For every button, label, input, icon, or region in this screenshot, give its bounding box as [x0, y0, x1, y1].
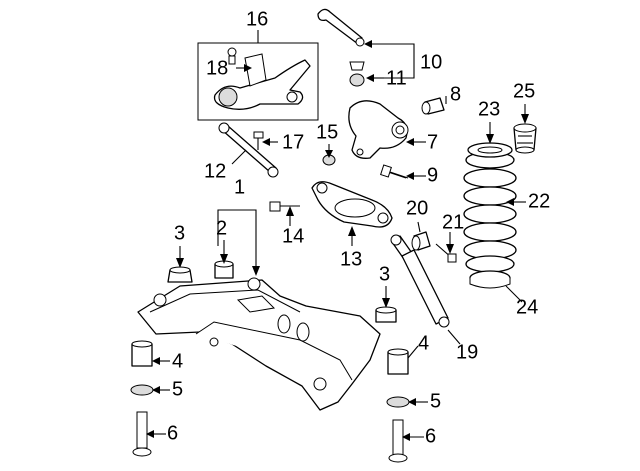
- callout-23: 23: [478, 98, 500, 120]
- bolt-17-drawing: [253, 131, 264, 150]
- shock-absorber-drawing: [390, 234, 450, 328]
- washer-5-left-drawing: [130, 384, 154, 396]
- callout-21: 21: [442, 211, 464, 233]
- bolt-9-drawing: [380, 164, 409, 179]
- callout-24: 24: [516, 296, 538, 318]
- callout-16: 16: [246, 8, 268, 30]
- callout-11: 11: [386, 67, 407, 89]
- callout-6-left: 6: [167, 422, 178, 444]
- bolt-6-left-drawing: [132, 411, 152, 457]
- bolt-6-right-drawing: [388, 419, 408, 463]
- bushing-20-drawing: [411, 231, 431, 251]
- lower-insulator-drawing: [469, 270, 511, 289]
- callout-12: 12: [204, 160, 226, 182]
- callout-3-left: 3: [174, 222, 185, 244]
- link-12-drawing: [218, 122, 279, 178]
- callout-13: 13: [340, 248, 362, 270]
- lower-arm-drawing: [311, 181, 393, 228]
- callout-4-left: 4: [172, 350, 183, 372]
- subframe-drawing: [137, 277, 381, 411]
- callout-4-right: 4: [418, 332, 429, 354]
- bushing-8-drawing: [421, 97, 445, 115]
- callout-18: 18: [206, 57, 228, 79]
- washer-5-right-drawing: [386, 396, 410, 408]
- knuckle-drawing: [348, 100, 409, 159]
- coil-spring-drawing: [463, 151, 517, 273]
- callout-labels: 1 2 3 3 4 4 5 5 6 6 7 8 9 10 11 12 13 14…: [167, 8, 550, 447]
- callout-17: 17: [282, 131, 304, 153]
- callout-8: 8: [450, 83, 461, 105]
- trailing-arm-drawing: [213, 47, 311, 110]
- bushing-4-right-drawing: [387, 348, 409, 375]
- callout-3-right: 3: [379, 263, 390, 285]
- leader-lines: [146, 30, 529, 441]
- upper-arm-drawing: [317, 8, 365, 87]
- bushing-3-left-drawing: [167, 266, 193, 283]
- callout-20: 20: [406, 197, 428, 219]
- callout-2: 2: [216, 217, 227, 239]
- callout-9: 9: [427, 164, 438, 186]
- upper-insulator-drawing: [467, 142, 513, 158]
- callout-5-left: 5: [172, 378, 183, 400]
- callout-5-right: 5: [430, 390, 441, 412]
- callout-15: 15: [316, 121, 338, 143]
- bolt-21-drawing: [435, 243, 457, 263]
- bolt-14-drawing: [269, 201, 300, 212]
- bushing-3-right-drawing: [375, 306, 397, 323]
- bushing-4-left-drawing: [131, 340, 153, 367]
- callout-6-right: 6: [425, 425, 436, 447]
- callout-1: 1: [234, 176, 245, 198]
- bushing-2-drawing: [214, 260, 234, 279]
- callout-14: 14: [282, 225, 304, 247]
- callout-25: 25: [513, 80, 535, 102]
- callout-19: 19: [456, 341, 478, 363]
- bump-stop-drawing: [513, 123, 537, 154]
- callout-7: 7: [427, 131, 438, 153]
- callout-22: 22: [528, 190, 550, 212]
- callout-10: 10: [420, 51, 442, 73]
